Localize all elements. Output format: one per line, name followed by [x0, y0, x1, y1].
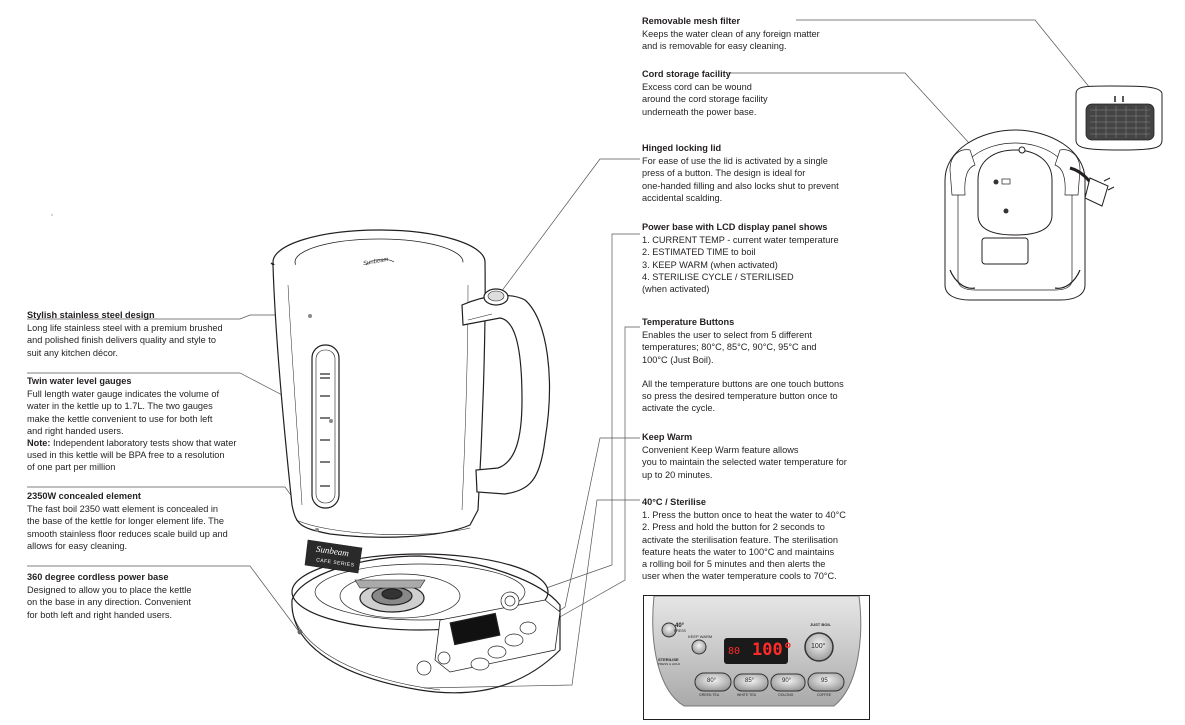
callout-temp: Temperature Buttons Enables the user to … — [642, 316, 844, 414]
callout-temp-body2: All the temperature buttons are one touc… — [642, 378, 844, 414]
sterilise-item: 2. Press and hold the button for 2 secon… — [642, 522, 838, 582]
temp-button-90[interactable]: 90° — [782, 678, 792, 684]
callout-cord: Cord storage facility Excess cord can be… — [642, 68, 768, 118]
callout-filter-body: Keeps the water clean of any foreign mat… — [642, 29, 820, 52]
callout-filter-title: Removable mesh filter — [642, 16, 741, 26]
callout-gauges-note: Note: Independent laboratory tests show … — [27, 437, 236, 474]
temp-label-green-tea: GREEN TEA — [699, 693, 720, 697]
callout-gauges-body: Full length water gauge indicates the vo… — [27, 389, 220, 436]
lcd-temp-readout: 100° — [752, 640, 793, 660]
lcd-item: 3. KEEP WARM (when activated) — [642, 259, 778, 270]
cord-storage-illustration — [944, 129, 1115, 301]
callout-gauges-title: Twin water level gauges — [27, 376, 132, 386]
note-body: Independent laboratory tests show that w… — [27, 438, 237, 473]
btn-40-label: 40° — [675, 623, 685, 629]
temp-label-white-tea: WHITE TEA — [737, 693, 756, 697]
just-boil-button[interactable]: 100° — [811, 643, 826, 650]
temp-button-85[interactable]: 85° — [745, 678, 755, 684]
temp-button-95[interactable]: 95 — [821, 678, 828, 684]
callout-cordless-body: Designed to allow you to place the kettl… — [27, 585, 192, 620]
callout-sterilise-title: 40°C / Sterilise — [642, 497, 706, 507]
note-label: Note: — [27, 438, 51, 449]
sterilise-label: STERILISE — [658, 657, 679, 662]
callout-element: 2350W concealed element The fast boil 23… — [27, 490, 228, 552]
sterilise-sub-label: PRESS & HOLD — [658, 662, 681, 666]
temp-label-coffee: COFFEE — [817, 693, 832, 697]
callout-lcd-title: Power base with LCD display panel shows — [642, 222, 828, 232]
callout-warm-title: Keep Warm — [642, 432, 693, 442]
callout-element-title: 2350W concealed element — [27, 491, 141, 501]
callout-temp-title: Temperature Buttons — [642, 317, 735, 327]
lcd-small-readout: 80 — [728, 646, 741, 657]
lcd-item: 4. STERILISE CYCLE / STERILISED (when ac… — [642, 271, 794, 295]
callout-element-body: The fast boil 2350 watt element is conce… — [27, 504, 228, 551]
temp-label-oolong: OOLONG — [778, 693, 794, 697]
btn-40-sub-label: PRESS — [674, 629, 686, 633]
control-panel-inset: 40° PRESS STERILISE PRESS & HOLD KEEP WA… — [643, 595, 870, 720]
callout-cordless: 360 degree cordless power base Designed … — [27, 571, 191, 621]
callout-temp-body: Enables the user to select from 5 differ… — [642, 330, 817, 365]
mesh-filter-illustration — [1075, 85, 1163, 151]
keep-warm-label: KEEP WARM — [688, 634, 713, 639]
callout-stainless-body: Long life stainless steel with a premium… — [27, 323, 223, 358]
callout-lcd: Power base with LCD display panel shows … — [642, 221, 839, 295]
callout-warm-body: Convenient Keep Warm feature allows you … — [642, 445, 847, 480]
sterilise-item: 1. Press the button once to heat the wat… — [642, 510, 846, 521]
kettle-illustration — [51, 214, 561, 694]
callout-cord-body: Excess cord can be wound around the cord… — [642, 82, 768, 117]
callout-cord-title: Cord storage facility — [642, 69, 731, 79]
callout-stainless-title: Stylish stainless steel design — [27, 310, 155, 320]
callout-lid-title: Hinged locking lid — [642, 143, 722, 153]
callout-lid-body: For ease of use the lid is activated by … — [642, 156, 839, 203]
lcd-item: 1. CURRENT TEMP - current water temperat… — [642, 235, 839, 246]
just-boil-label: JUST BOIL — [810, 622, 831, 627]
temp-button-80[interactable]: 80° — [707, 678, 717, 684]
callout-lid: Hinged locking lid For ease of use the l… — [642, 142, 839, 204]
callout-sterilise: 40°C / Sterilise 1. Press the button onc… — [642, 496, 846, 582]
lcd-item: 2. ESTIMATED TIME to boil — [642, 247, 756, 258]
callout-warm: Keep Warm Convenient Keep Warm feature a… — [642, 431, 847, 481]
callout-gauges: Twin water level gauges Full length wate… — [27, 375, 236, 474]
callout-stainless: Stylish stainless steel design Long life… — [27, 309, 223, 359]
callout-filter: Removable mesh filter Keeps the water cl… — [642, 15, 820, 53]
callout-cordless-title: 360 degree cordless power base — [27, 572, 169, 582]
